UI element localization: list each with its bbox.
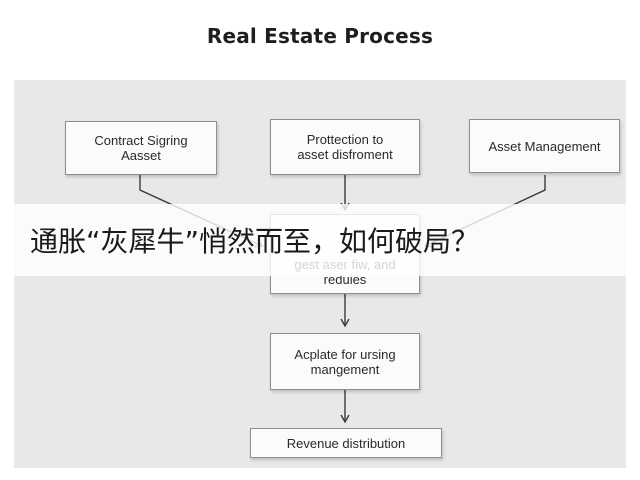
node-revenue-distribution-label: Revenue distribution [286, 435, 406, 451]
diagram-title: Real Estate Process [206, 24, 434, 48]
node-revenue-distribution: Revenue distribution [250, 428, 442, 458]
node-acplate: Acplate for ursing mangement [270, 333, 420, 390]
node-acplate-label: Acplate for ursing mangement [294, 346, 396, 377]
node-asset-management-label: Asset Management [488, 138, 601, 154]
node-protection-label: Prottection to asset disfroment [297, 132, 393, 162]
node-contract-signing-label: Contract Sigring Aasset [94, 133, 188, 163]
node-contract-signing: Contract Sigring Aasset [65, 121, 217, 175]
node-protection: Prottection to asset disfroment [270, 119, 420, 175]
overlay-banner [0, 204, 640, 276]
node-asset-management: Asset Management [469, 119, 620, 173]
overlay-banner-text: 通胀“灰犀牛”悄然而至，如何破局？ [30, 225, 480, 258]
